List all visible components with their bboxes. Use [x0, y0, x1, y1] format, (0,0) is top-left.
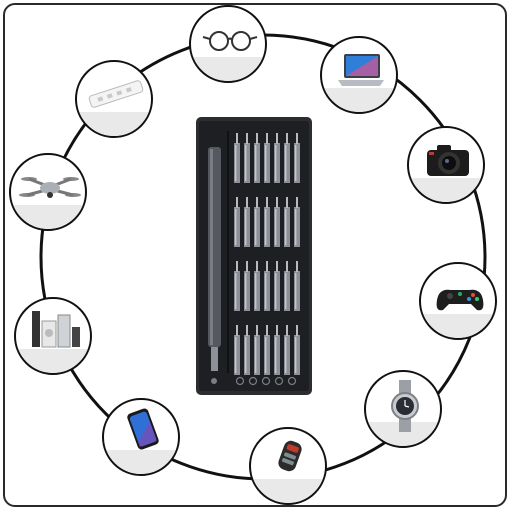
- screwdriver-bit: [234, 197, 240, 247]
- device-bubble-watch: [364, 370, 442, 448]
- screwdriver-bit: [274, 261, 280, 311]
- device-bubble-gamepad: [419, 262, 497, 340]
- screwdriver-bit: [294, 133, 300, 183]
- screwdriver-bit: [234, 133, 240, 183]
- drone-icon: [19, 177, 81, 198]
- laptop-icon: [338, 54, 384, 86]
- device-bubble-glasses: [189, 5, 267, 83]
- screwdriver-bit: [274, 325, 280, 375]
- screwdriver-bit: [284, 325, 290, 375]
- device-bubble-laptop: [320, 36, 398, 114]
- screwdriver-bit: [264, 261, 270, 311]
- device-bubble-camera: [407, 126, 485, 204]
- device-bubble-drone: [9, 153, 87, 231]
- kit-socket: [235, 376, 245, 386]
- screwdriver-bit: [254, 325, 260, 375]
- appliances-icon: [32, 311, 80, 348]
- camera-icon: [427, 145, 469, 176]
- screwdriver-bit: [274, 133, 280, 183]
- car-key-icon: [278, 440, 302, 472]
- screwdriver-bit: [264, 325, 270, 375]
- screwdriver-kit: [196, 117, 312, 395]
- screwdriver-bit: [244, 261, 250, 311]
- screwdriver-bit: [264, 197, 270, 247]
- screwdriver-bit: [294, 261, 300, 311]
- device-bubble-car-key: [249, 427, 327, 505]
- screwdriver-bit: [284, 133, 290, 183]
- smartphone-icon: [127, 408, 159, 450]
- kit-socket: [274, 376, 284, 386]
- kit-socket: [287, 376, 297, 386]
- screwdriver-bit: [284, 197, 290, 247]
- screwdriver-bit: [244, 197, 250, 247]
- screwdriver-bit: [254, 197, 260, 247]
- kit-socket: [261, 376, 271, 386]
- screwdriver-bit: [294, 325, 300, 375]
- screwdriver-bit: [234, 325, 240, 375]
- gamepad-icon: [436, 289, 484, 311]
- watch-icon: [391, 380, 419, 432]
- screwdriver-bit: [264, 133, 270, 183]
- screwdriver-bit: [294, 197, 300, 247]
- power-strip-icon: [88, 80, 144, 108]
- device-bubble-smartphone: [102, 398, 180, 476]
- device-bubble-appliances: [14, 297, 92, 375]
- screwdriver-bit: [254, 133, 260, 183]
- screwdriver-bit: [254, 261, 260, 311]
- glasses-icon: [202, 31, 258, 51]
- device-bubble-power-strip: [75, 60, 153, 138]
- screwdriver-bit: [244, 325, 250, 375]
- kit-socket: [248, 376, 258, 386]
- screwdriver-bit: [284, 261, 290, 311]
- driver-handle: [208, 147, 221, 347]
- screwdriver-bit: [244, 133, 250, 183]
- screwdriver-bit: [274, 197, 280, 247]
- kit-socket: [211, 378, 217, 384]
- screwdriver-bit: [234, 261, 240, 311]
